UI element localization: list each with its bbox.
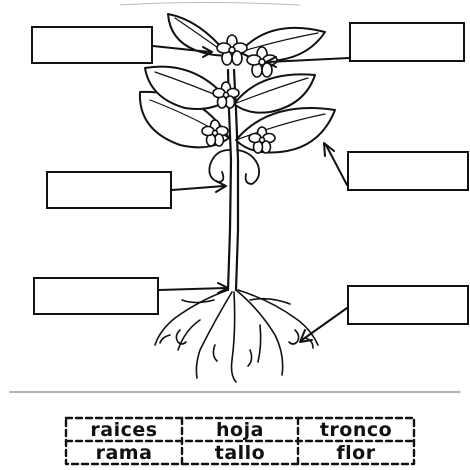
word-bank-item: raices — [90, 418, 158, 441]
word-bank-item: tallo — [214, 441, 266, 464]
roots — [154, 289, 319, 383]
pointer-arrows — [152, 45, 350, 343]
answer-box[interactable] — [347, 151, 469, 191]
answer-box[interactable] — [347, 285, 469, 325]
answer-box[interactable] — [33, 277, 159, 315]
word-bank: raices hoja tronco rama tallo flor — [66, 418, 414, 464]
word-bank-grid — [64, 416, 416, 466]
answer-box[interactable] — [349, 22, 465, 62]
word-bank-item: tronco — [319, 418, 393, 441]
answer-box[interactable] — [31, 26, 153, 64]
word-bank-item: flor — [336, 441, 376, 464]
word-bank-item: rama — [95, 441, 153, 464]
answer-box[interactable] — [46, 171, 172, 209]
leaf-mid-left — [144, 65, 229, 110]
leaf-mid-right — [233, 73, 316, 114]
flowers — [201, 34, 278, 154]
word-bank-item: hoja — [216, 418, 264, 441]
